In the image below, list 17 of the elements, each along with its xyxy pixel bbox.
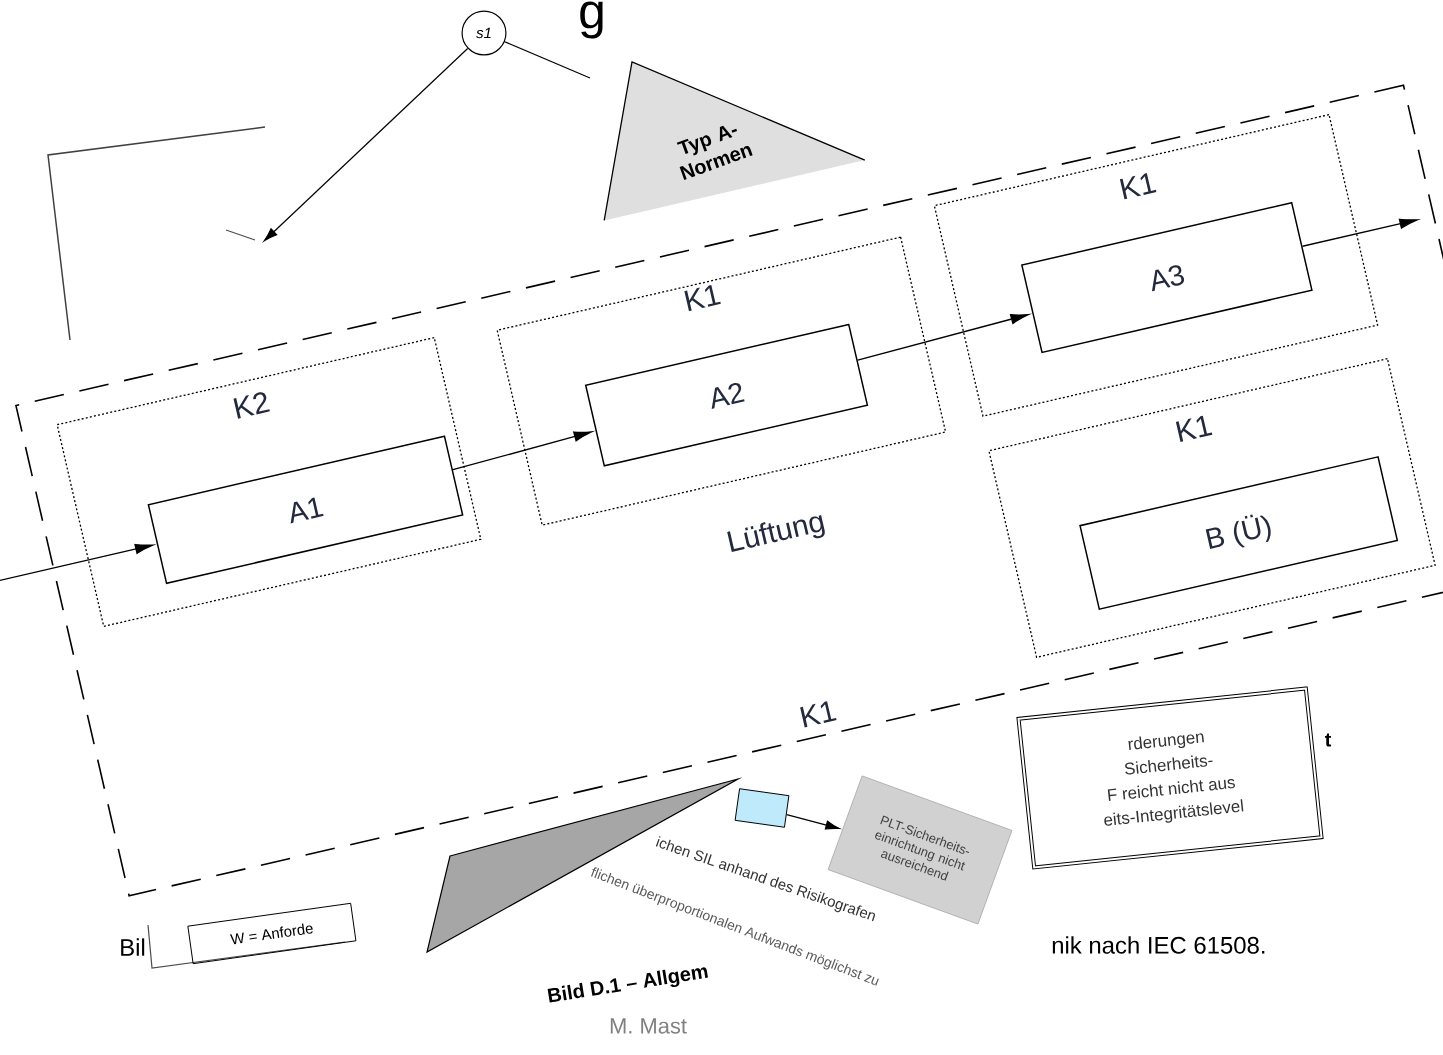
figure-caption: Bild D.1 – Allgem [547,967,708,1003]
arrow [263,47,469,242]
arrow [857,313,1029,361]
shaded-box [734,788,790,828]
function-box: A2 [584,323,869,467]
arrow [786,813,840,830]
note-box: rderungen Sicherheits- F reicht nicht aus eits-Integritätslevel [1016,686,1324,870]
arrow [1301,218,1418,247]
function-box: A1 [147,435,464,585]
legend-box: W = Anforde [187,902,357,965]
caption-text: nik nach IEC 61508. [1052,936,1265,954]
function-box: B (Ü) [1079,456,1399,611]
caption-text: Bil [121,938,145,956]
arrow [452,431,593,471]
title-text: g [580,1,603,39]
author-name: M. Mast [610,1018,687,1034]
arrow [0,543,154,583]
